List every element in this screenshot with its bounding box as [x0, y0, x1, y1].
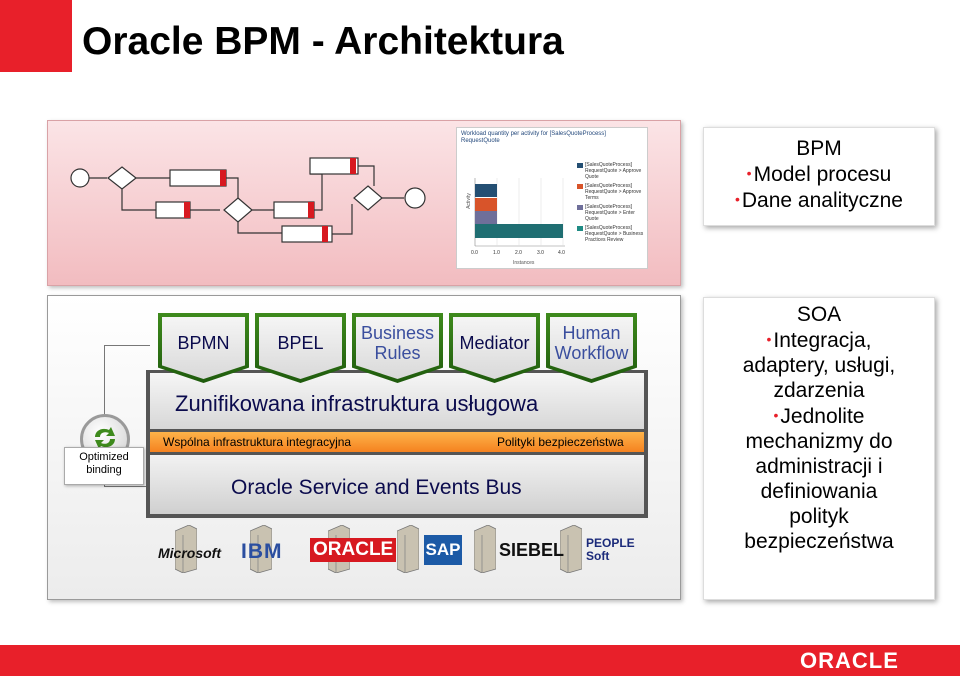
- server-icon: [397, 525, 419, 573]
- peoplesoft-logo: PEOPLE Soft: [586, 536, 635, 563]
- bar-business-review: [475, 224, 563, 238]
- legend-item: [SalesQuoteProcess] RequestQuote > Appro…: [577, 183, 649, 201]
- sap-logo: SAP: [424, 535, 462, 565]
- soa-line: polityk: [789, 505, 849, 528]
- soa-line: definiowania: [760, 480, 878, 503]
- tile-label: BPMN: [177, 333, 230, 353]
- ibm-logo: IBM: [241, 540, 283, 563]
- server-icon: [474, 525, 496, 573]
- tile-bpel: BPEL: [255, 313, 346, 383]
- tile-bpmn: BPMN: [158, 313, 249, 383]
- server-icon: [175, 525, 197, 573]
- chart-plot: [474, 178, 565, 247]
- integration-label: Wspólna infrastruktura integracyjna: [163, 435, 352, 449]
- brand-corner: [0, 0, 72, 72]
- footer-bar: [0, 645, 960, 676]
- siebel-logo: SIEBEL: [499, 540, 565, 560]
- tick-1: 1.0: [493, 250, 500, 256]
- workload-chart: Workload quantity per activity for [Sale…: [456, 127, 648, 269]
- bpm-bullet: •Model procesu: [746, 163, 892, 186]
- soa-summary-box: SOA •Integracja, adaptery, usługi, zdarz…: [703, 297, 935, 600]
- soa-line: zdarzenia: [773, 379, 865, 402]
- microsoft-logo: Microsoft: [158, 545, 221, 561]
- chart-ylabel: Activity: [465, 193, 472, 209]
- chart-title-line2: RequestQuote: [461, 138, 500, 144]
- tile-mediator: Mediator: [449, 313, 540, 383]
- bar-approve-quote: [475, 184, 497, 197]
- bpm-heading: BPM: [796, 137, 842, 160]
- chart-xlabel: Instances: [513, 260, 535, 266]
- service-bus-label: Oracle Service and Events Bus: [231, 476, 522, 499]
- soa-line: adaptery, usługi,: [742, 354, 896, 377]
- service-bus-layer: [150, 455, 644, 514]
- integration-layer: [150, 432, 644, 452]
- soa-heading: SOA: [796, 303, 842, 326]
- tile-label: BPEL: [277, 333, 324, 353]
- tick-3: 3.0: [537, 250, 544, 256]
- tick-2: 2.0: [515, 250, 522, 256]
- connector-line: [104, 486, 150, 487]
- optimized-binding-label: Optimized binding: [64, 447, 144, 485]
- chart-title-line1: Workload quantity per activity for [Sale…: [461, 131, 606, 137]
- server-icon: [560, 525, 582, 573]
- tile-label: Mediator: [459, 333, 530, 353]
- page-title: Oracle BPM - Architektura: [82, 20, 564, 63]
- legend-item: [SalesQuoteProcess] RequestQuote > Enter…: [577, 204, 649, 222]
- connector-line: [104, 345, 150, 346]
- soa-line: mechanizmy do: [745, 430, 893, 453]
- bpmn-process-diagram: [70, 157, 426, 243]
- tick-0: 0.0: [471, 250, 478, 256]
- unified-infrastructure-label: Zunifikowana infrastruktura usługowa: [175, 391, 539, 416]
- connector-line: [104, 345, 105, 415]
- soa-line: •Integracja,: [766, 329, 872, 352]
- security-policies-label: Polityki bezpieczeństwa: [497, 435, 624, 449]
- tick-4: 4.0: [558, 250, 565, 256]
- bar-enter-quote: [475, 211, 497, 224]
- server-icon: [250, 525, 272, 573]
- legend-item: [SalesQuoteProcess] RequestQuote > Busin…: [577, 225, 649, 243]
- bpm-bullet: •Dane analityczne: [734, 189, 903, 212]
- soa-line: •Jednolite: [773, 405, 865, 428]
- bar-approve-terms: [475, 198, 497, 211]
- bpm-summary-box: BPM •Model procesu •Dane analityczne: [703, 127, 935, 226]
- footer-oracle-logo: ORACLE: [800, 648, 899, 673]
- oracle-logo: ORACLE: [310, 538, 397, 562]
- refresh-arrows-icon: [95, 427, 115, 449]
- soa-line: bezpieczeństwa: [744, 530, 894, 553]
- chart-title: Workload quantity per activity for [Sale…: [461, 131, 645, 145]
- soa-line: administracji i: [755, 455, 883, 478]
- legend-item: [SalesQuoteProcess] RequestQuote > Appro…: [577, 162, 649, 180]
